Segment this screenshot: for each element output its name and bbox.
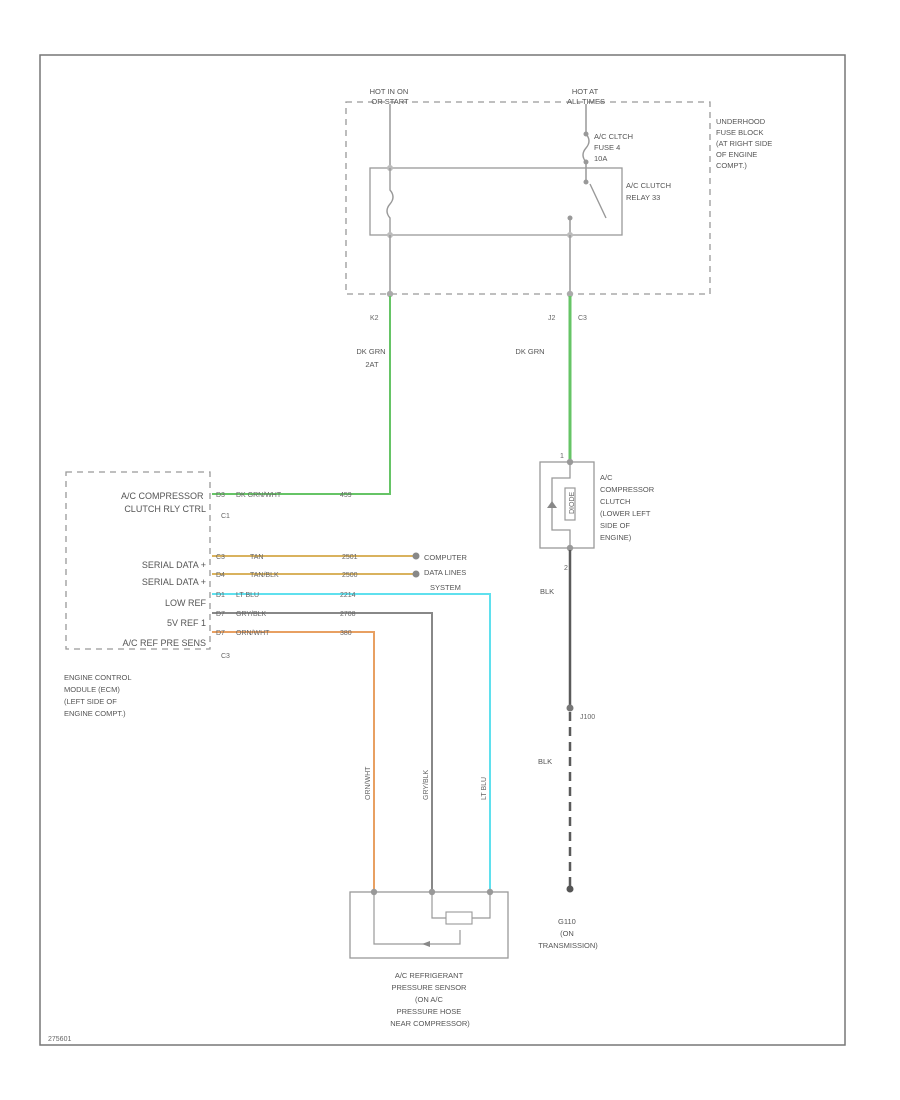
ground-label: G110 (ON TRANSMISSION) (538, 917, 598, 950)
relay-label: A/C CLUTCH RELAY 33 (626, 181, 673, 202)
ecm-pin-serial-data-a: SERIAL DATA + (142, 560, 206, 570)
engine-control-module: A/C COMPRESSOR CLUTCH RLY CTRL SERIAL DA… (64, 471, 230, 718)
clutch-pin-2 (566, 544, 574, 552)
clutch-coil-label: DIODE (569, 492, 576, 515)
five-v-pin: D7 (216, 611, 225, 618)
diagram-frame (39, 54, 846, 1046)
serial-b-endpoint (412, 570, 420, 578)
computer-data-lines-label: COMPUTER DATA LINES SYSTEM (424, 553, 469, 592)
underhood-fuse-block: UNDERHOOD FUSE BLOCK (AT RIGHT SIDE OF E… (345, 87, 774, 322)
serial-b-color: TAN/BLK (250, 572, 279, 579)
low-ref-color: LT BLU (236, 592, 259, 599)
sensor-blu-label: LT BLU (481, 777, 488, 800)
clutch-gnd-pin-label: 2 (564, 565, 568, 572)
sensor-signal-path (373, 895, 461, 945)
low-ref-circuit: 2214 (340, 592, 356, 599)
serial-a-pin: C3 (216, 554, 225, 561)
ecm-pin-ac-clutch: A/C COMPRESSOR CLUTCH RLY CTRL (121, 491, 206, 514)
pressure-signal-wire (212, 631, 375, 890)
clutch-pin-1-label: 1 (560, 453, 564, 460)
sensor-pin-signal (370, 888, 378, 896)
fuse-element (582, 133, 590, 163)
ac-compressor-clutch: 1 DIODE A/C COMPRESSOR CLUTCH (LOWER LEF… (538, 453, 656, 950)
clutch-feed-circuit: DK GRN (515, 296, 572, 462)
fuse-block-label: UNDERHOOD FUSE BLOCK (AT RIGHT SIDE OF E… (716, 117, 774, 170)
low-ref-wire (212, 593, 491, 890)
relay-coil-wire-color: DK GRN 2AT (356, 347, 387, 369)
ground-wire-color: BLK (538, 757, 552, 766)
ecm-pin-ac-pres-sens: A/C REF PRE SENS (122, 638, 206, 648)
sensor-label: A/C REFRIGERANT PRESSURE SENSOR (ON A/C … (390, 971, 470, 1028)
ecm-conn-c1: C1 (221, 513, 230, 520)
ecm-conn-c3: C3 (221, 653, 230, 660)
serial-b-circuit: 2500 (342, 572, 358, 579)
ecm-label: ENGINE CONTROL MODULE (ECM) (LEFT SIDE O… (64, 673, 133, 718)
pres-sig-pin: D7 (216, 630, 225, 637)
serial-a-endpoint (412, 552, 420, 560)
fuse-block-outline (345, 101, 711, 295)
conn-k2-label: K2 (370, 315, 379, 322)
conn-c3-label: C3 (578, 315, 587, 322)
five-v-circuit: 2708 (340, 611, 356, 618)
clutch-coil (564, 487, 576, 521)
low-ref-pin: D1 (216, 592, 225, 599)
sensor-gry-label: GRY/BLK (423, 769, 430, 800)
ecm-pin-5v-ref: 5V REF 1 (167, 618, 206, 628)
five-volt-ref-wire (212, 612, 433, 890)
serial-b-pin: D4 (216, 572, 225, 579)
hot-at-all-times-label: HOT AT ALL TIMES (567, 87, 605, 106)
figure-code: 275601 (48, 1036, 71, 1043)
connector-pin-k2 (386, 290, 394, 298)
relay-switch-contact (589, 183, 607, 219)
ecm-outline (65, 471, 211, 650)
splice-label: J100 (580, 714, 595, 721)
ecm-pin-low-ref: LOW REF (165, 598, 207, 608)
relay-coil-control-wire (212, 296, 391, 495)
five-v-color: GRY/BLK (236, 611, 267, 618)
serial-a-circuit: 2501 (342, 554, 358, 561)
ac-refrigerant-pressure-sensor: A/C REFRIGERANT PRESSURE SENSOR (ON A/C … (349, 888, 509, 1028)
hot-in-run-label: HOT IN ON OR START (370, 87, 411, 106)
clutch-feed-wire-color: DK GRN (515, 347, 544, 356)
sensor-element (445, 911, 473, 925)
sensor-orn-label: ORN/WHT (365, 766, 372, 800)
relay-coil (386, 168, 394, 235)
ctrl-pin-label: D3 (216, 492, 225, 499)
conn-j2-label: J2 (548, 315, 556, 322)
splice-j100 (566, 704, 574, 712)
sensor-arrow (422, 941, 430, 947)
fuse-label: A/C CLTCH FUSE 4 10A (594, 132, 635, 163)
clutch-pin-1 (566, 458, 574, 466)
clutch-gnd-color-label: BLK (540, 587, 554, 596)
ecm-wire-labels: D3 DK GRN/WHT 459 C3 TAN 2501 D4 TAN/BLK… (212, 492, 491, 890)
ecm-pin-serial-data-b: SERIAL DATA + (142, 577, 206, 587)
clutch-label: A/C COMPRESSOR CLUTCH (LOWER LEFT SIDE O… (600, 473, 656, 542)
connector-pin-j2 (566, 290, 574, 298)
sensor-pin-5v (428, 888, 436, 896)
pres-sig-color: ORN/WHT (236, 630, 270, 637)
pres-sig-circuit: 380 (340, 630, 352, 637)
ctrl-color-label: DK GRN/WHT (236, 492, 282, 499)
ground-g110 (566, 885, 574, 893)
switch-terminal-top (583, 179, 589, 185)
relay-coil-circuit: DK GRN 2AT (212, 296, 391, 495)
clutch-diode-symbol (547, 501, 557, 508)
ctrl-circuit-label: 459 (340, 492, 352, 499)
sensor-pin-low-ref (486, 888, 494, 896)
serial-a-color: TAN (250, 554, 263, 561)
ac-clutch-relay-box (369, 167, 623, 236)
